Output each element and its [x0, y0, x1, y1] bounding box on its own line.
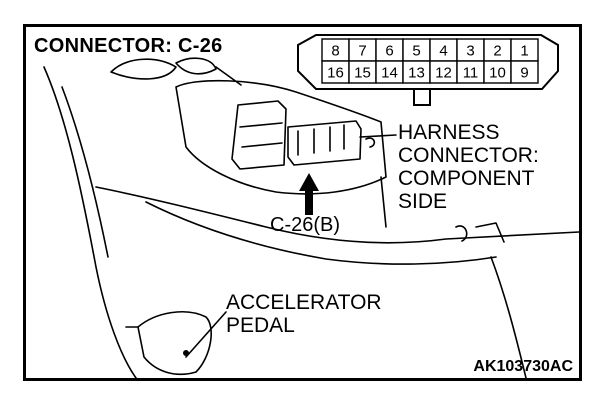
dash-panel-inner-edge	[61, 86, 109, 258]
harness-connector	[287, 120, 362, 166]
pedal-label-line: PEDAL	[226, 314, 295, 337]
harness-label-line: SIDE	[398, 190, 448, 213]
pin-number: 10	[489, 65, 506, 82]
harness-connector-ribs	[297, 124, 345, 156]
right-post	[490, 256, 527, 378]
connector-title: CONNECTOR: C-26	[34, 35, 223, 57]
right-bracket-tab	[475, 222, 505, 243]
ecu-housing	[175, 79, 387, 195]
harness-label-line: COMPONENT	[398, 167, 535, 190]
up-arrow-icon	[299, 173, 319, 215]
connector-id-label: C-26(B)	[270, 214, 341, 236]
bracket-wire	[215, 66, 242, 86]
component-connector-ribs	[239, 122, 283, 148]
harness-label-line: CONNECTOR:	[398, 144, 539, 167]
accelerator-pedal-label: ACCELERATOR PEDAL	[226, 291, 382, 337]
pin-number: 12	[435, 65, 452, 82]
figure-code: AK103730AC	[473, 358, 573, 375]
pin-number: 5	[412, 43, 420, 60]
pin-number: 8	[331, 43, 339, 60]
pin-number: 3	[466, 43, 474, 60]
vehicle-illustration: 8 7 6 5 4 3 2 1 16 15 14 13 12 11 10 9	[43, 34, 579, 378]
component-connector	[231, 100, 287, 170]
upper-bracket-left	[110, 58, 177, 80]
pedal-label-line: ACCELERATOR	[226, 291, 382, 314]
pin-number: 4	[439, 43, 447, 60]
accelerator-pedal	[137, 311, 212, 376]
right-bracket	[380, 176, 468, 242]
dash-panel-edge	[43, 66, 137, 378]
pin-number: 15	[354, 65, 371, 82]
pin-number: 6	[385, 43, 393, 60]
connector-latch	[413, 88, 431, 106]
floor-panel-line	[95, 186, 579, 244]
clip-symbol	[365, 137, 376, 148]
upper-bracket-right	[175, 57, 217, 75]
pin-number: 1	[520, 43, 528, 60]
pin-number: 2	[493, 43, 501, 60]
pin-cell	[510, 60, 539, 84]
pin-number: 14	[381, 65, 398, 82]
pin-number: 9	[520, 65, 528, 82]
pin-number: 13	[408, 65, 425, 82]
pin-number: 7	[358, 43, 366, 60]
harness-leader-line	[359, 134, 397, 138]
connector-pinout: 8 7 6 5 4 3 2 1 16 15 14 13 12 11 10 9	[297, 34, 559, 106]
pin-number: 16	[327, 65, 344, 82]
pedal-dot	[183, 350, 189, 356]
pin-number: 11	[463, 65, 479, 82]
harness-label-line: HARNESS	[398, 121, 500, 144]
harness-connector-label: HARNESS CONNECTOR: COMPONENT SIDE	[398, 121, 539, 213]
pedal-leader-line	[185, 311, 227, 358]
floor-panel-line-2	[145, 201, 497, 265]
